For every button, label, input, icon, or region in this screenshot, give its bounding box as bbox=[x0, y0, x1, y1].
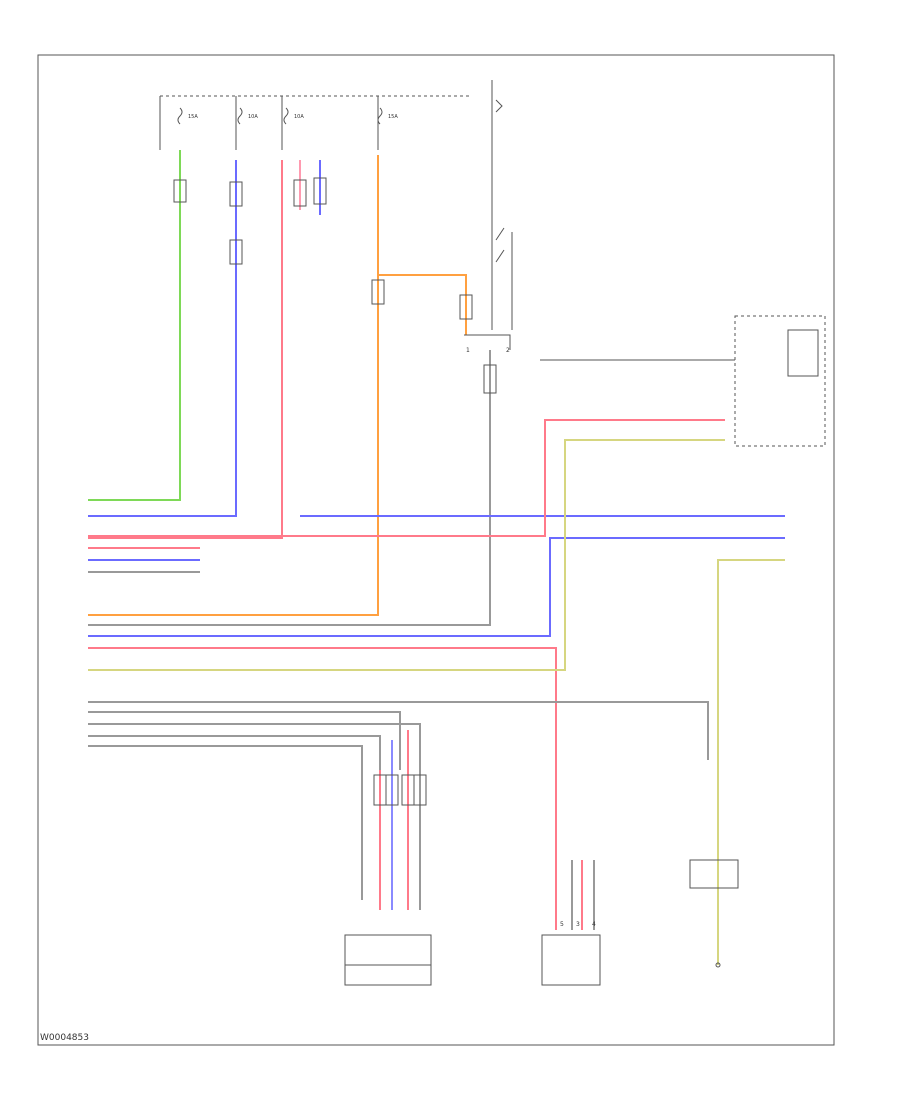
right-module bbox=[540, 315, 826, 447]
pin-label-4: 4 bbox=[592, 921, 596, 928]
component-box-left bbox=[344, 934, 432, 986]
pin-label-2: 2 bbox=[506, 347, 510, 354]
wire-red-lower bbox=[88, 647, 557, 930]
diagram-border bbox=[37, 54, 835, 1046]
fuse-4-rating: 15A bbox=[388, 114, 398, 120]
wire-olive bbox=[88, 439, 785, 965]
wire-gray-center bbox=[88, 334, 511, 626]
fuse-3: 10A bbox=[283, 107, 304, 125]
left-bottom-connector-wires bbox=[373, 730, 427, 910]
wire-blue-1 bbox=[88, 160, 243, 517]
fuse-block-group: 15A 10A 10A 15A bbox=[159, 80, 513, 330]
component-box-center bbox=[541, 860, 601, 986]
connector-pin-numbers: 1 2 5 3 4 bbox=[466, 347, 596, 928]
fuse-2: 10A bbox=[237, 107, 258, 125]
pin-label-5: 5 bbox=[560, 921, 564, 928]
wire-pink bbox=[293, 160, 307, 210]
fuse-2-rating: 10A bbox=[248, 114, 258, 120]
pin-label-1: 1 bbox=[466, 347, 470, 354]
wire-blue-2 bbox=[313, 160, 327, 215]
wire-green bbox=[88, 150, 187, 501]
wire-red-right bbox=[88, 419, 725, 537]
fuse-1: 15A bbox=[177, 107, 198, 125]
diagram-footer-code: W0004853 bbox=[40, 1033, 89, 1043]
fuse-1-rating: 15A bbox=[188, 114, 198, 120]
pin-label-3: 3 bbox=[576, 921, 580, 928]
wire-red-1 bbox=[88, 160, 283, 539]
fuse-4: 15A bbox=[377, 107, 398, 125]
left-connector-pins bbox=[88, 547, 709, 900]
wire-orange bbox=[88, 155, 473, 616]
wire-blue-right-2 bbox=[88, 537, 785, 637]
sensor-box-right bbox=[689, 859, 739, 968]
fuse-3-rating: 10A bbox=[294, 114, 304, 120]
